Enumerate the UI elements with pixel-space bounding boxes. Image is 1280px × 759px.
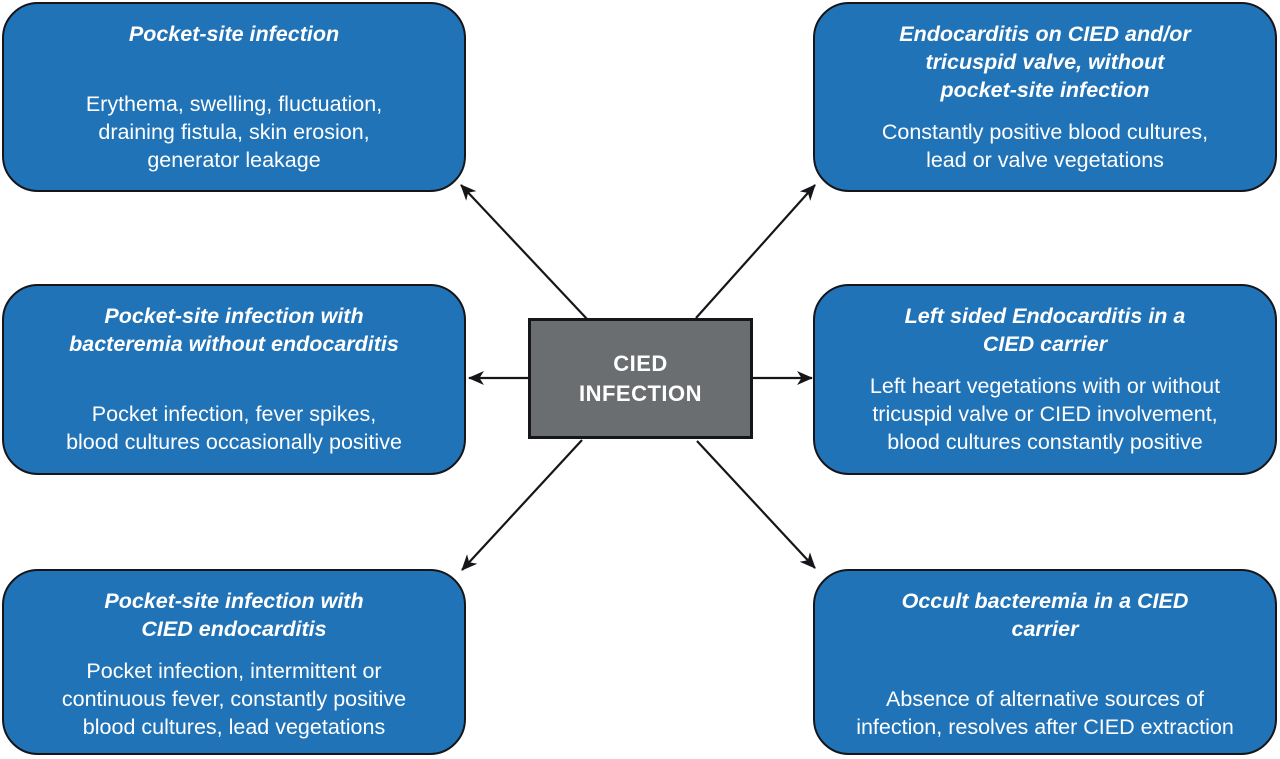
- node-endocarditis-on-cied-tricuspid-valve: Endocarditis on CIED and/or tricuspid va…: [813, 2, 1277, 192]
- node-left-sided-endocarditis: Left sided Endocarditis in a CIED carrie…: [813, 284, 1277, 475]
- node-title: Pocket-site infection: [128, 22, 340, 46]
- node-pocket-site-infection-with-bacteremia: Pocket-site infection with bacteremia wi…: [2, 284, 466, 475]
- node-pocket-site-infection: Pocket-site infection Erythema, swelling…: [2, 2, 466, 192]
- node-title: Pocket-site infection with CIED endocard…: [104, 589, 364, 641]
- node-description: Absence of alternative sources of infect…: [856, 687, 1234, 739]
- node-title: Left sided Endocarditis in a CIED carrie…: [904, 304, 1186, 356]
- arrow-to-bottom-right-icon: [696, 440, 816, 569]
- arrow-to-top-left-icon: [460, 184, 588, 320]
- node-description: Pocket infection, intermittent or contin…: [61, 659, 407, 739]
- node-title: Pocket-site infection with bacteremia wi…: [69, 304, 399, 356]
- node-description: Erythema, swelling, fluctuation, drainin…: [85, 92, 383, 172]
- node-occult-bacteremia: Occult bacteremia in a CIED carrier Abse…: [813, 569, 1277, 755]
- center-node-cied-infection: CIED INFECTION: [528, 318, 753, 439]
- arrow-to-top-right-icon: [695, 184, 816, 319]
- node-title: Endocarditis on CIED and/or tricuspid va…: [899, 22, 1191, 102]
- center-node-label: CIED INFECTION: [578, 350, 703, 406]
- node-title: Occult bacteremia in a CIED carrier: [901, 589, 1189, 641]
- node-description: Pocket infection, fever spikes, blood cu…: [66, 402, 402, 454]
- arrow-to-bottom-left-icon: [461, 439, 583, 571]
- node-description: Constantly positive blood cultures, lead…: [881, 120, 1209, 172]
- node-pocket-site-infection-with-cied-endocarditis: Pocket-site infection with CIED endocard…: [2, 569, 466, 755]
- node-description: Left heart vegetations with or without t…: [869, 374, 1221, 454]
